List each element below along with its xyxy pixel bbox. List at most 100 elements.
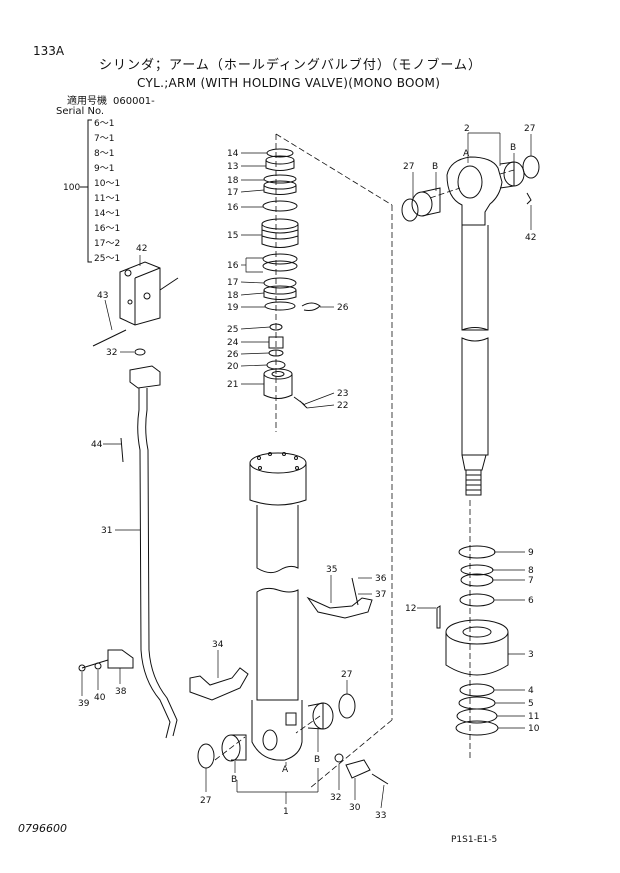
bushing-B-left-body: [421, 187, 441, 217]
view-letter: A: [463, 149, 470, 159]
bushing-13-rim: [265, 155, 295, 165]
callout: 42: [136, 244, 147, 254]
serial-entry: 14～1: [94, 209, 120, 219]
callout: 22: [337, 401, 348, 411]
seal-29-bottom-right: [338, 693, 356, 719]
bottom-pin-parts: [197, 693, 389, 785]
gland-3-top: [445, 619, 509, 645]
callout: 9: [528, 548, 534, 558]
gland-seal-rings: [436, 545, 509, 736]
holding-valve-edges: [134, 267, 161, 325]
callout: 20: [227, 362, 239, 372]
flange-bolt-hole: [258, 466, 262, 470]
serial-entry: 17～2: [94, 239, 120, 249]
piston-15-grooves: [261, 229, 299, 240]
callout: 25: [227, 325, 238, 335]
bolt-12: [436, 605, 441, 629]
ring-16-a: [262, 253, 298, 265]
ring-16-b: [262, 260, 298, 272]
bolt-39-shank: [81, 659, 109, 669]
serial-applicability-list: 100 6～1 7～1 8～1 9～1 10～1 11～1 14～1 16～1 …: [63, 119, 120, 264]
clamp-35: [306, 596, 373, 619]
tube-eye-boss: [285, 712, 297, 726]
piston-rod-assembly: [401, 155, 540, 496]
callout: 17: [227, 188, 238, 198]
callout: 7: [528, 576, 534, 586]
ring-9: [458, 545, 496, 559]
flange-bolt-hole: [257, 456, 261, 460]
flange-bolt-hole: [294, 456, 298, 460]
serial-entry: 10～1: [94, 179, 120, 189]
bolt-33: [371, 773, 389, 785]
pipe-flange: [129, 365, 161, 389]
callout: 10: [528, 724, 540, 734]
page-code: P1S1-E1-5: [451, 835, 498, 845]
nut-24: [268, 336, 284, 349]
o-ring-32-bottom: [334, 753, 344, 763]
bushing-13: [265, 160, 295, 171]
flange-bolt-hole: [282, 452, 286, 456]
callout: 26: [227, 350, 239, 360]
rod-eye-2: [446, 156, 503, 226]
piston-15-top: [261, 218, 299, 230]
callout: 27: [403, 162, 414, 172]
bushing-B-bottom-right-body: [307, 702, 324, 730]
callout: 2: [464, 124, 470, 134]
callout: 30: [349, 803, 361, 813]
ring-17-upper: [262, 200, 298, 212]
serial-from-number: 060001-: [113, 96, 155, 107]
callout: 35: [326, 565, 337, 575]
serial-label-japanese: 適用号機: [67, 96, 107, 107]
callout: 13: [227, 162, 238, 172]
callout: 40: [94, 693, 106, 703]
gland-3-bore: [462, 626, 492, 638]
pipe-clamps: [189, 577, 373, 701]
bolt-39: [78, 664, 86, 672]
serial-entry: 16～1: [94, 224, 120, 234]
view-letter: B: [432, 162, 438, 172]
bushing-B-right-body: [499, 161, 515, 189]
ring-18-lower-rim: [263, 285, 297, 295]
callout: 18: [227, 291, 239, 301]
ring-4: [459, 683, 495, 697]
grease-fitting-41: [526, 192, 532, 205]
seal-27: [301, 302, 321, 311]
rod-lower: [461, 337, 489, 456]
bolt-36: [351, 577, 359, 606]
tube-upper: [256, 505, 299, 574]
valve-leader: [159, 277, 179, 291]
valve-port: [143, 292, 151, 300]
valve-port: [124, 269, 132, 277]
callout: 27: [341, 670, 352, 680]
ring-19-upper: [263, 174, 297, 184]
callout: 12: [405, 604, 416, 614]
rod-taper: [461, 454, 487, 471]
screw-22-23: [293, 396, 308, 409]
callout: 24: [227, 338, 239, 348]
callout: 3: [528, 650, 534, 660]
gland-3: [445, 632, 509, 676]
ring-6: [459, 593, 495, 607]
callout: 36: [375, 574, 387, 584]
ring-19-lower: [264, 301, 296, 311]
ring-5: [458, 696, 496, 710]
pipe-31: [137, 388, 171, 739]
ring-18-upper: [263, 185, 297, 195]
o-ring-32: [134, 348, 146, 356]
assembly-guide-lines: [214, 133, 515, 789]
serial-entry: 7～1: [94, 134, 114, 144]
cylinder-head-21-top: [263, 368, 293, 380]
serial-label-english: Serial No.: [56, 106, 105, 117]
valve-port: [127, 299, 133, 305]
cylinder-tube: [249, 452, 307, 761]
clamp-34: [189, 667, 249, 701]
callout: 27: [524, 124, 535, 134]
cylinder-head-21-bore: [271, 371, 285, 377]
callout: 39: [78, 699, 90, 709]
cylinder-head-21: [263, 374, 293, 399]
callout: 38: [115, 687, 127, 697]
callout: 43: [97, 291, 108, 301]
leader-lines: [81, 132, 532, 809]
callout: 21: [227, 380, 238, 390]
flange-bolt-hole: [295, 466, 299, 470]
